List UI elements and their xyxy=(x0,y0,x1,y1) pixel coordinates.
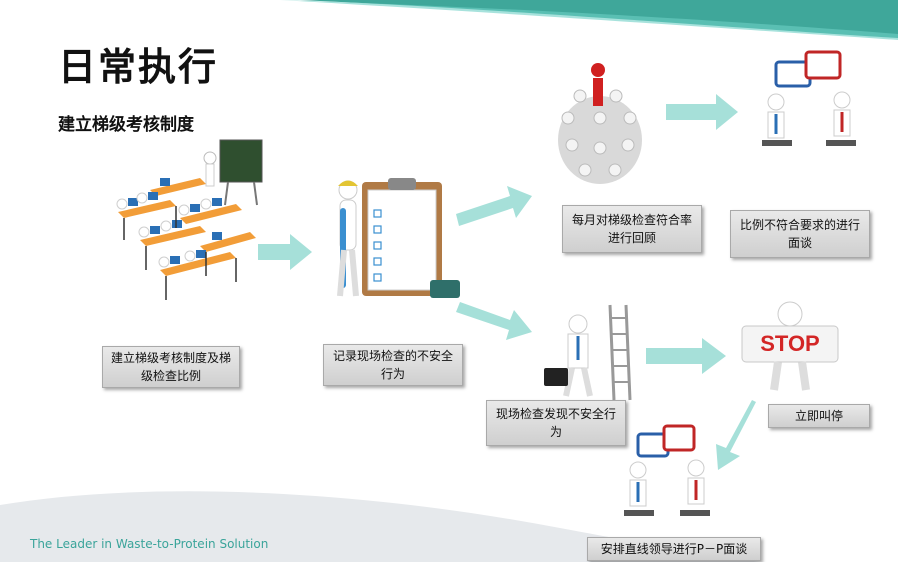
crowd-illustration xyxy=(558,63,642,184)
businessman-illustration xyxy=(544,304,632,401)
step-record: 记录现场检查的不安全行为 xyxy=(323,344,463,386)
arrow-4 xyxy=(666,94,738,130)
footer-tagline: The Leader in Waste-to-Protein Solution xyxy=(30,537,269,551)
step-low-ratio-interview: 比例不符合要求的进行面谈 xyxy=(730,210,870,258)
arrow-1 xyxy=(258,234,312,270)
step-establish: 建立梯级考核制度及梯级检查比例 xyxy=(102,346,240,388)
page-title: 日常执行 xyxy=(58,45,219,89)
stop-sign-figure xyxy=(741,301,839,391)
stop-sign-text: STOP xyxy=(760,331,820,356)
step-monthly-review: 每月对梯级检查符合率进行回顾 xyxy=(562,205,702,253)
page-subtitle: 建立梯级考核制度 xyxy=(58,115,194,135)
step-unsafe-found: 现场检查发现不安全行为 xyxy=(486,400,626,446)
arrow-5 xyxy=(646,338,726,374)
arrow-2 xyxy=(456,186,532,226)
classroom-illustration xyxy=(116,139,263,300)
arrow-3 xyxy=(456,302,532,340)
flow-arrows xyxy=(258,94,756,470)
step-stop-now: 立即叫停 xyxy=(768,404,870,428)
arrow-6 xyxy=(716,398,756,470)
clipboard-illustration xyxy=(337,178,460,298)
step-ptp-interview: 安排直线领导进行P－P面谈 xyxy=(587,537,761,561)
meeting-illustration-top xyxy=(762,50,856,146)
meeting-illustration-bottom xyxy=(624,424,710,516)
